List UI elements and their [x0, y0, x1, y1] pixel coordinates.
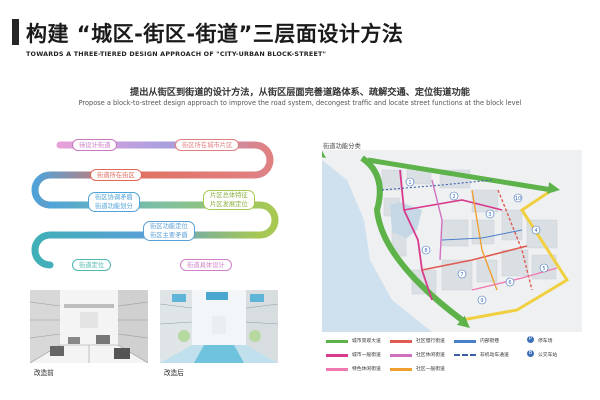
legend-swatch-general-urban — [326, 354, 348, 357]
svg-text:9: 9 — [480, 298, 483, 304]
svg-text:6: 6 — [508, 280, 511, 286]
flow-step-1-label: 待设计街道 — [79, 142, 111, 149]
svg-text:1: 1 — [408, 180, 411, 186]
legend-label-bike-lane: 非机动车通道 — [480, 353, 509, 358]
flow-step-7-label: 街道定位 — [79, 262, 105, 269]
flow-step-2-label: 街区所在城市片区 — [182, 142, 233, 149]
flow-step-2: 街区所在城市片区 — [175, 139, 240, 151]
map-badge-1: 1 — [405, 177, 415, 187]
legend-label-parking: 停车场 — [538, 339, 553, 344]
flow-step-4-line2: 街道功能划分 — [95, 202, 133, 210]
page-title: 构建 “城区-街区-街道”三层面设计方法 — [26, 22, 404, 46]
legend-swatch-scenic-avenue — [326, 340, 348, 343]
street-sketch-before — [30, 290, 148, 363]
parking-icon: P — [527, 336, 534, 343]
legend-swatch-bike-lane — [454, 354, 476, 356]
svg-text:4: 4 — [534, 228, 537, 234]
map-badge-9: 9 — [477, 295, 487, 305]
street-photo-after — [160, 290, 278, 363]
svg-text:5: 5 — [542, 266, 545, 272]
legend-label-scenic-avenue: 城市景观大道 — [352, 339, 381, 344]
map-badge-2: 2 — [449, 191, 459, 201]
flow-step-5-line1: 片区总体特征 — [210, 192, 248, 199]
legend-label-feature-street: 特色休闲街道 — [352, 367, 381, 372]
legend-label-slow-street: 社区慢行街道 — [416, 339, 445, 344]
intro-text-en: Propose a block-to-street design approac… — [78, 99, 522, 107]
svg-text:10: 10 — [515, 196, 521, 202]
flow-step-4: 街区协调矛盾街道功能划分 — [88, 192, 140, 212]
page-subtitle-en: TOWARDS A THREE-TIERED DESIGN APPROACH O… — [26, 50, 327, 58]
street-classification-map: 1 2 3 4 5 6 7 8 9 10 — [322, 150, 582, 332]
intro-text-cn: 提出从街区到街道的设计方法，从街区层面完善道路体系、疏解交通、定位街道功能 — [130, 87, 470, 98]
flow-step-3: 街道所在街区 — [90, 169, 142, 181]
legend-swatch-feature-street — [326, 368, 348, 371]
flow-step-1: 待设计街道 — [72, 139, 118, 151]
flow-step-8: 街道具体设计 — [180, 259, 232, 271]
caption-before: 改造前 — [34, 369, 54, 377]
legend-label-community-general: 社区一般街道 — [416, 367, 445, 372]
street-photo-before — [30, 290, 148, 363]
flow-step-5-line2: 片区发展定位 — [210, 200, 248, 208]
flow-diagram: 待设计街道 街区所在城市片区 街道所在街区 街区协调矛盾街道功能划分 片区总体特… — [20, 125, 290, 285]
svg-text:7: 7 — [460, 272, 463, 278]
flow-step-6: 街区功能定位街区主要矛盾 — [143, 221, 195, 241]
legend-label-bus-stop: 公交车站 — [538, 353, 558, 358]
flow-step-5: 片区总体特征片区发展定位 — [203, 190, 255, 210]
caption-after: 改造后 — [164, 369, 184, 377]
map-badge-3: 3 — [485, 209, 495, 219]
map-title: 街道功能分类 — [323, 143, 361, 150]
legend-label-general-urban: 城市一般街道 — [352, 353, 381, 358]
flow-step-6-line1: 街区功能定位 — [150, 223, 188, 230]
svg-text:2: 2 — [452, 194, 455, 200]
legend-label-inner-lane: 内部街巷 — [480, 339, 500, 344]
map-legend: 城市景观大道 社区慢行街道 内部街巷 P 停车场 城市一般街道 社区休闲街道 非… — [322, 336, 582, 380]
title-accent-bar — [12, 19, 19, 45]
street-sketch-after — [160, 290, 278, 363]
flow-step-3-label: 街道所在街区 — [97, 172, 135, 179]
flow-step-4-line1: 街区协调矛盾 — [95, 194, 133, 201]
map-badge-4: 4 — [531, 225, 541, 235]
bus-stop-icon: B — [527, 350, 534, 357]
map-badge-6: 6 — [505, 277, 515, 287]
map-badge-5: 5 — [539, 263, 549, 273]
legend-swatch-inner-lane — [454, 340, 476, 343]
legend-label-leisure-street: 社区休闲街道 — [416, 353, 445, 358]
map-badge-8: 8 — [421, 245, 431, 255]
legend-swatch-community-general — [390, 368, 412, 371]
legend-swatch-slow-street — [390, 340, 412, 343]
flow-step-6-line2: 街区主要矛盾 — [150, 231, 188, 239]
map-badge-7: 7 — [457, 269, 467, 279]
legend-swatch-leisure-street — [390, 354, 412, 357]
flow-step-8-label: 街道具体设计 — [187, 262, 225, 269]
flow-step-7: 街道定位 — [72, 259, 112, 271]
svg-text:3: 3 — [488, 212, 491, 218]
map-badge-10: 10 — [513, 193, 523, 203]
map-canvas: 1 2 3 4 5 6 7 8 9 10 — [322, 150, 582, 332]
svg-text:8: 8 — [424, 248, 427, 254]
